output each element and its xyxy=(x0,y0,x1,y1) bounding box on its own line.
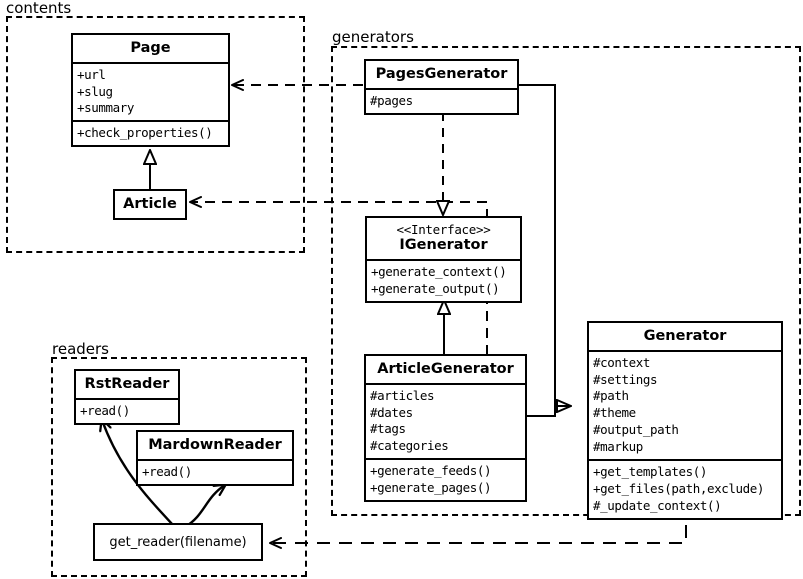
function-get-reader-label: get_reader(filename) xyxy=(109,534,247,550)
class-igenerator[interactable]: <<Interface>> IGenerator +generate_conte… xyxy=(365,216,522,303)
class-pagesgenerator[interactable]: PagesGenerator #pages xyxy=(364,59,519,115)
attribute: #settings xyxy=(593,371,658,387)
class-generator-attributes: #context #settings #path #theme #output_… xyxy=(589,349,781,459)
method: +generate_context() xyxy=(371,264,507,280)
method: #_update_context() xyxy=(593,497,722,513)
attribute: #pages xyxy=(370,92,413,108)
attribute: +summary xyxy=(77,100,135,116)
attribute: #markup xyxy=(593,439,643,455)
class-igenerator-title: <<Interface>> IGenerator xyxy=(367,218,520,259)
class-articlegenerator-title: ArticleGenerator xyxy=(377,361,514,377)
package-label-readers: readers xyxy=(50,342,112,357)
method: +generate_pages() xyxy=(370,480,492,496)
package-frame-contents xyxy=(6,16,305,253)
class-articlegenerator-attributes: #articles #dates #tags #categories xyxy=(366,382,525,459)
method: +get_files(path,exclude) xyxy=(593,480,765,496)
method: +read() xyxy=(142,463,192,479)
class-generator-title: Generator xyxy=(643,328,727,344)
method: +get_templates() xyxy=(593,463,708,479)
package-frame-readers xyxy=(51,357,307,577)
method: +check_properties() xyxy=(77,125,213,141)
class-rstreader-title: RstReader xyxy=(84,376,170,392)
attribute: #categories xyxy=(370,438,449,454)
class-pagesgenerator-attributes: #pages xyxy=(366,87,517,113)
class-article-title: Article xyxy=(123,196,177,212)
method: +read() xyxy=(80,402,130,418)
class-pagesgenerator-title: PagesGenerator xyxy=(375,66,508,82)
class-mardownreader[interactable]: MardownReader +read() xyxy=(136,430,294,486)
attribute: +slug xyxy=(77,83,113,99)
function-get-reader[interactable]: get_reader(filename) xyxy=(93,523,263,561)
attribute: #tags xyxy=(370,421,406,437)
class-igenerator-name: IGenerator xyxy=(399,237,488,254)
method: +generate_feeds() xyxy=(370,463,492,479)
class-page[interactable]: Page +url +slug +summary +check_properti… xyxy=(71,33,230,148)
attribute: #theme xyxy=(593,405,636,421)
class-article[interactable]: Article xyxy=(113,189,187,220)
class-mardownreader-title: MardownReader xyxy=(148,437,282,453)
attribute: #output_path xyxy=(593,422,679,438)
class-page-methods: +check_properties() xyxy=(73,120,228,145)
class-articlegenerator-methods: +generate_feeds() +generate_pages() xyxy=(366,458,525,500)
attribute: #dates xyxy=(370,404,413,420)
attribute: #articles xyxy=(370,387,435,403)
class-articlegenerator[interactable]: ArticleGenerator #articles #dates #tags … xyxy=(364,354,527,502)
class-rstreader-methods: +read() xyxy=(76,397,178,423)
class-igenerator-methods: +generate_context() +generate_output() xyxy=(367,259,520,301)
class-mardownreader-methods: +read() xyxy=(138,458,292,484)
method: +generate_output() xyxy=(371,280,500,296)
class-generator-methods: +get_templates() +get_files(path,exclude… xyxy=(589,458,781,518)
class-rstreader[interactable]: RstReader +read() xyxy=(74,369,180,425)
class-page-title: Page xyxy=(130,40,171,56)
attribute: +url xyxy=(77,66,106,82)
attribute: #context xyxy=(593,354,651,370)
package-label-contents: contents xyxy=(4,1,75,16)
class-generator[interactable]: Generator #context #settings #path #them… xyxy=(587,321,783,520)
package-label-generators: generators xyxy=(330,30,417,45)
class-igenerator-stereotype: <<Interface>> xyxy=(396,222,491,237)
class-page-attributes: +url +slug +summary xyxy=(73,61,228,121)
attribute: #path xyxy=(593,388,629,404)
